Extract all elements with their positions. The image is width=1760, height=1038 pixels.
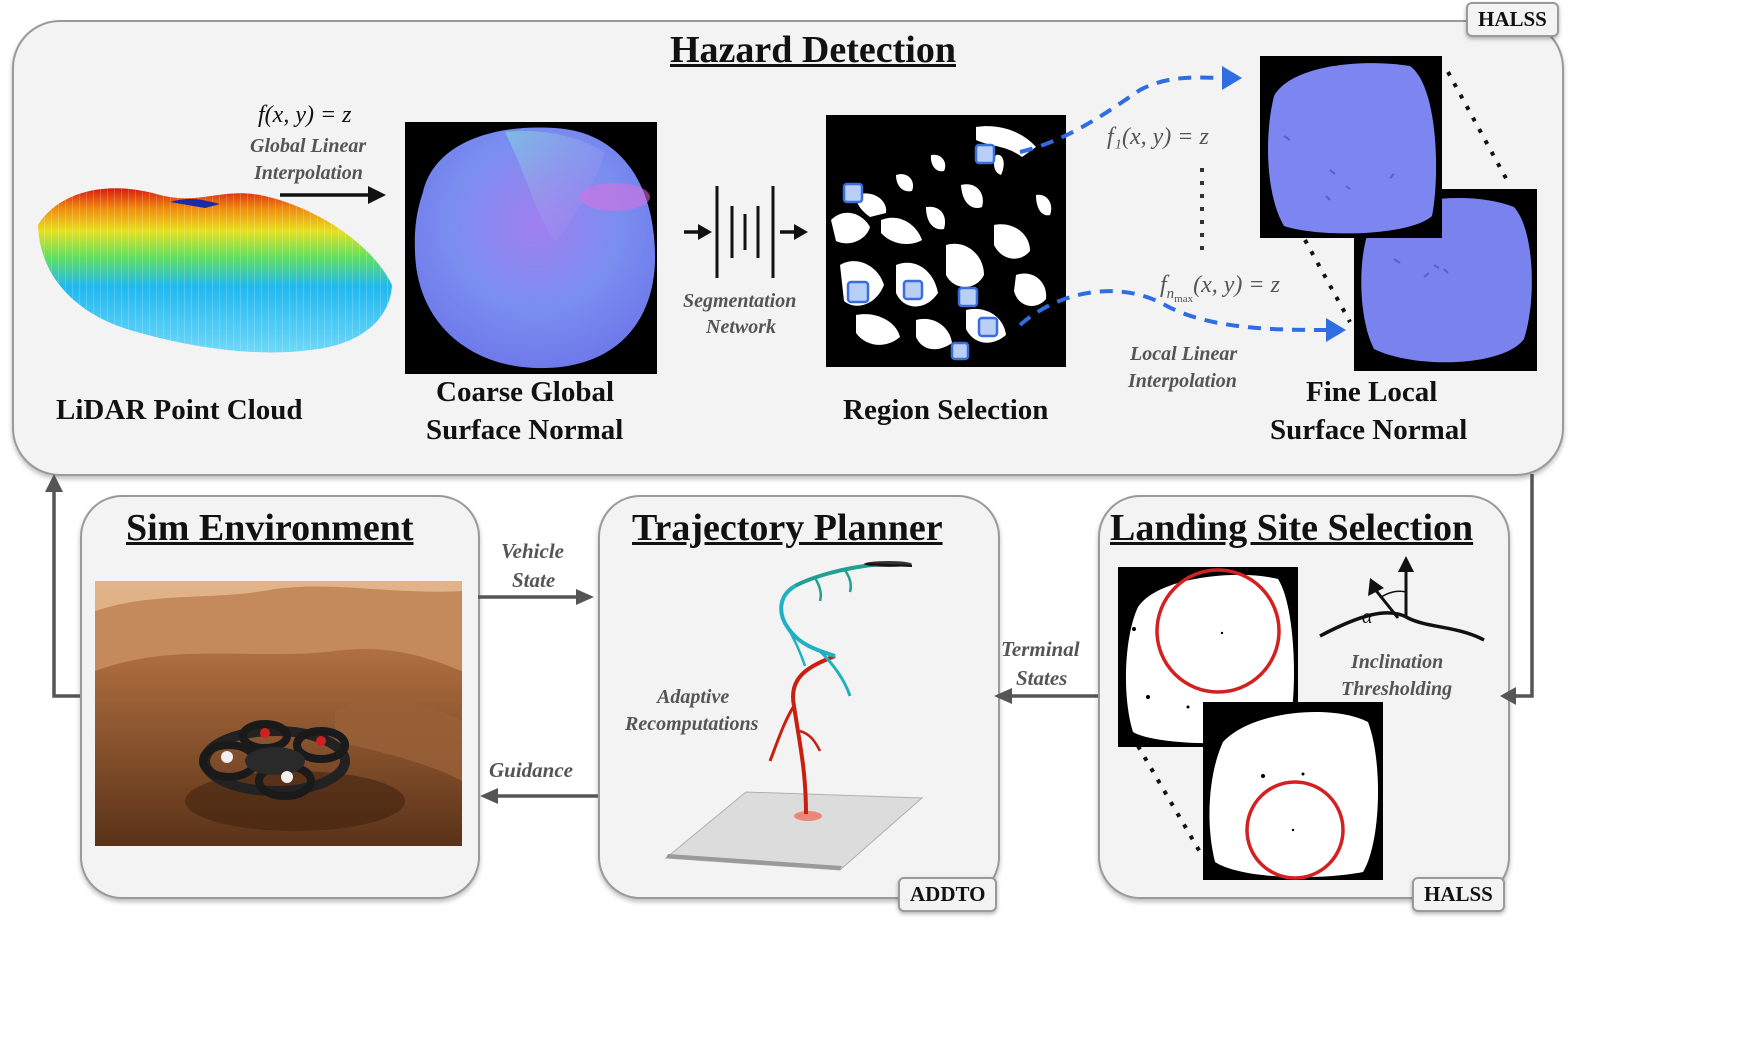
segmentation-network-icon [684,186,808,278]
lidar-point-cloud-graphic [38,188,392,353]
mars-scene-image [95,581,462,846]
landing-halss-tag: HALSS [1412,877,1505,912]
arrow-sim-to-hazard [45,474,80,698]
inclination-graphic [1319,556,1485,642]
f1-equation: f₁(x, y) = z [1107,124,1209,150]
adaptive-label-2: Recomputations [625,713,759,735]
seg-label-1: Segmentation [683,290,797,312]
fn-f: f [1160,272,1167,298]
terminal-states-label-2: States [1016,666,1068,690]
fn-sub-max: max [1174,292,1194,305]
local-interp-label-1: Local Linear [1130,343,1238,365]
arrow-terminal-states [994,688,1098,704]
landing-site-title: Landing Site Selection [1110,507,1474,549]
coarse-label-2: Surface Normal [426,414,624,446]
trajectory-planner-title: Trajectory Planner [632,507,943,549]
quadcopter-graphic [199,720,350,800]
local-interp-label-2: Interpolation [1128,370,1237,392]
global-interp-label-2: Interpolation [254,162,363,184]
inclination-label-1: Inclination [1351,651,1444,673]
adaptive-label-1: Adaptive [657,686,730,708]
coarse-surface-normal-image [405,122,657,374]
trajectory-tree-graphic [664,561,924,871]
hazard-halss-tag: HALSS [1466,2,1559,37]
inclination-label-2: Thresholding [1341,678,1453,700]
fn-equation: fnmax(x, y) = z [1160,272,1280,305]
fn-rest: (x, y) = z [1193,272,1280,298]
arrow-lidar-to-coarse [280,186,386,204]
fine-dotted-lines [1303,71,1510,323]
coarse-label-1: Coarse Global [436,376,615,408]
global-interp-label-1: Global Linear [250,135,367,157]
arrow-vehicle-state [478,589,594,605]
vehicle-state-label-2: State [512,568,556,592]
fn-sub-n: n [1166,285,1175,302]
region-selection-label: Region Selection [843,394,1049,426]
vertical-dots [1200,168,1204,258]
seg-label-2: Network [706,316,776,338]
lidar-label: LiDAR Point Cloud [56,394,303,426]
landing-mask-image-2 [1203,702,1383,880]
fine-label-1: Fine Local [1306,376,1438,408]
global-equation: f(x, y) = z [258,102,352,128]
alpha-symbol: α [1362,606,1373,628]
region-selection-mask [826,115,1066,367]
guidance-label: Guidance [489,758,573,782]
addto-tag: ADDTO [898,877,998,912]
hazard-detection-title: Hazard Detection [670,29,956,71]
fine-surface-normal-image-1 [1260,56,1442,238]
sim-environment-title: Sim Environment [126,507,414,549]
dashed-arrows-to-fine [1018,66,1346,342]
fine-label-2: Surface Normal [1270,414,1468,446]
terminal-states-label-1: Terminal [1001,637,1080,661]
arrow-hazard-to-landing [1500,474,1534,705]
vehicle-state-label-1: Vehicle [501,539,564,563]
drone-icon [864,561,913,567]
arrow-guidance [480,788,598,804]
landing-dotted-line [1136,744,1202,854]
